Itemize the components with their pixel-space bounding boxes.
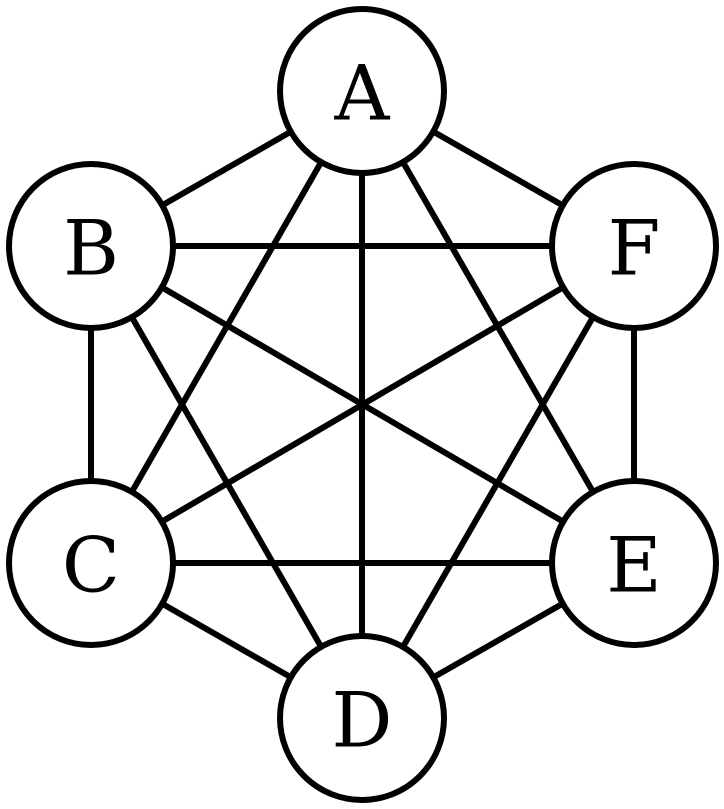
node-d: D	[277, 633, 447, 803]
graph-edges	[88, 88, 637, 721]
node-circle	[549, 478, 719, 648]
node-label: B	[63, 204, 119, 293]
node-f: F	[549, 161, 719, 331]
node-circle	[277, 6, 447, 176]
node-label: C	[62, 521, 120, 610]
node-label: E	[606, 521, 661, 610]
node-a: A	[277, 6, 447, 176]
node-circle	[6, 161, 176, 331]
graph-nodes: A B C D E F	[6, 6, 719, 803]
edge-d-f	[359, 244, 637, 720]
node-c: C	[6, 478, 176, 648]
node-circle	[549, 161, 719, 331]
node-b: B	[6, 161, 176, 331]
node-label: F	[608, 204, 661, 293]
node-label: A	[334, 49, 391, 138]
node-circle	[277, 633, 447, 803]
edge-c-f	[89, 243, 636, 566]
node-label: D	[332, 676, 393, 765]
node-circle	[6, 478, 176, 648]
node-e: E	[549, 478, 719, 648]
